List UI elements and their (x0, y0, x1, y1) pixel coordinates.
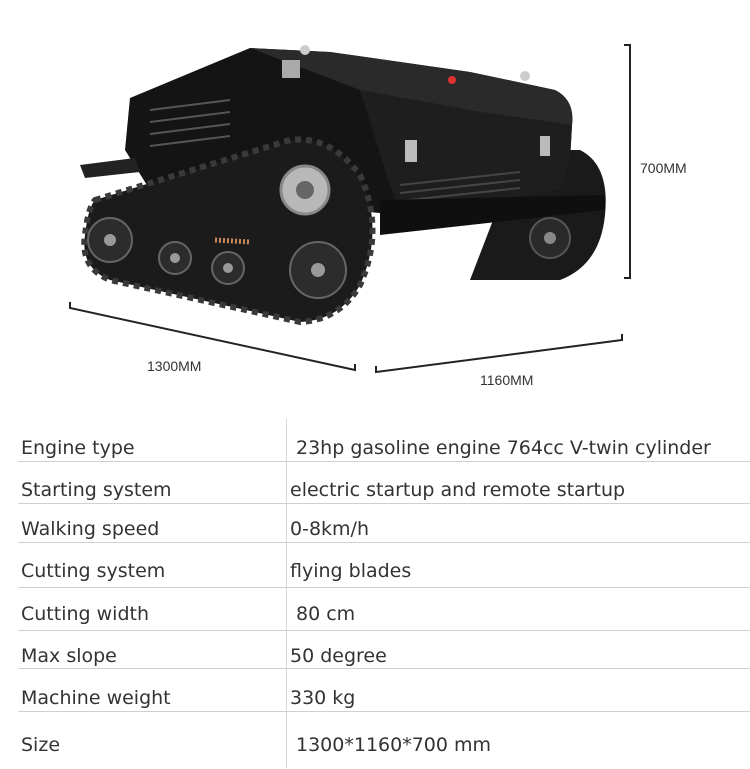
width-dimension-label: 1160MM (480, 372, 534, 388)
spec-value: 23hp gasoline engine 764cc V-twin cylind… (296, 437, 711, 459)
spec-row-cutting-system: Cutting system flying blades (0, 553, 750, 595)
mower-product-image (69, 44, 631, 374)
row-divider (18, 630, 750, 631)
height-dimension-label: 700MM (640, 160, 687, 176)
spec-row-machine-weight: Machine weight 330 kg (0, 680, 750, 722)
length-dimension-label: 1300MM (147, 358, 202, 374)
spec-value: electric startup and remote startup (290, 479, 626, 501)
spec-row-cutting-width: Cutting width 80 cm (0, 596, 750, 638)
spec-row-size: Size 1300*1160*700 mm (0, 727, 750, 769)
spec-value: 80 cm (296, 603, 356, 625)
spec-label: Cutting system (21, 560, 166, 582)
row-divider (18, 503, 750, 504)
spec-value: 330 kg (290, 687, 356, 709)
row-divider (18, 668, 750, 669)
table-column-divider (286, 418, 287, 768)
spec-label: Max slope (21, 645, 117, 667)
spec-row-engine-type: Engine type 23hp gasoline engine 764cc V… (0, 430, 750, 472)
spec-label: Walking speed (21, 518, 160, 540)
spec-value: 0-8km/h (290, 518, 369, 540)
front-track (81, 136, 376, 326)
spec-label: Machine weight (21, 687, 171, 709)
spec-row-walking-speed: Walking speed 0-8km/h (0, 511, 750, 553)
spec-row-starting-system: Starting system electric startup and rem… (0, 472, 750, 514)
spec-value: 50 degree (290, 645, 387, 667)
row-divider (18, 587, 750, 588)
spec-label: Engine type (21, 437, 135, 459)
spec-label: Starting system (21, 479, 172, 501)
row-divider (18, 711, 750, 712)
row-divider (18, 461, 750, 462)
spec-row-max-slope: Max slope 50 degree (0, 638, 750, 680)
dimension-lines (69, 44, 631, 374)
spec-value: 1300*1160*700 mm (296, 734, 492, 756)
spec-label: Cutting width (21, 603, 149, 625)
spec-value: flying blades (290, 560, 412, 582)
spec-label: Size (21, 734, 61, 756)
row-divider (18, 542, 750, 543)
